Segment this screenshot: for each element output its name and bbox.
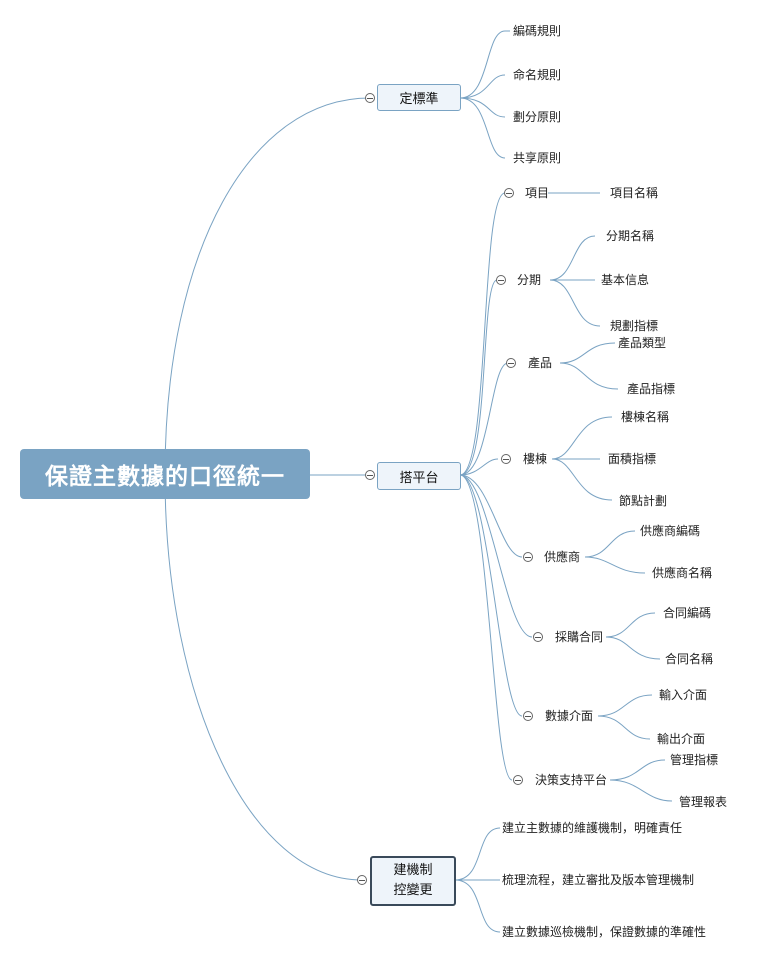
branch-label-line1: 建機制 (393, 863, 433, 878)
leaf-topic[interactable]: 基本信息 (601, 273, 650, 287)
branch-label: 定標準 (399, 92, 439, 107)
sub-topic[interactable]: 供應商 (544, 550, 581, 564)
leaf-topic[interactable]: 管理指標 (670, 753, 719, 767)
branch-standard[interactable]: 定標準 (377, 84, 461, 111)
leaf-topic[interactable]: 編碼規則 (513, 24, 562, 38)
collapse-toggle-icon[interactable] (533, 632, 543, 642)
leaf-topic[interactable]: 產品指標 (627, 382, 676, 396)
link-plat-3 (459, 362, 509, 476)
sub-topic[interactable]: 樓棟 (523, 452, 548, 466)
link-std-2 (459, 74, 506, 99)
leaf-topic[interactable]: 供應商名稱 (652, 566, 713, 580)
leaf-topic[interactable]: 合同名稱 (665, 652, 714, 666)
leaf-topic[interactable]: 供應商編碼 (640, 524, 701, 538)
leaf-topic[interactable]: 命名規則 (513, 68, 562, 82)
leaf-topic[interactable]: 合同編碼 (663, 606, 712, 620)
collapse-toggle-icon[interactable] (501, 454, 511, 464)
collapse-toggle-icon[interactable] (365, 470, 375, 480)
collapse-toggle-icon[interactable] (496, 275, 506, 285)
branch-mechanism[interactable]: 建機制 控變更 (370, 856, 456, 906)
sub-topic[interactable]: 決策支持平台 (535, 773, 608, 787)
leaf-topic[interactable]: 建立主數據的維護機制，明確責任 (502, 821, 683, 835)
leaf-topic[interactable]: 面積指標 (608, 452, 657, 466)
sub-topic[interactable]: 產品 (528, 356, 553, 370)
collapse-toggle-icon[interactable] (513, 775, 523, 785)
leaf-topic[interactable]: 梳理流程，建立審批及版本管理機制 (502, 873, 695, 887)
leaf-topic[interactable]: 樓棟名稱 (621, 410, 670, 424)
branch-label-line2: 控變更 (393, 883, 433, 898)
link-root-standard (164, 97, 371, 476)
branch-label: 搭平台 (399, 470, 439, 486)
sub-topic[interactable]: 採購合同 (555, 630, 604, 644)
branch-platform[interactable]: 搭平台 (377, 462, 461, 490)
leaf-topic[interactable]: 產品類型 (618, 336, 667, 350)
link-std-1 (459, 30, 510, 99)
leaf-topic[interactable]: 節點計劃 (619, 494, 668, 508)
sub-topic[interactable]: 項目 (525, 186, 550, 200)
leaf-topic[interactable]: 分期名稱 (606, 229, 655, 243)
link-std-3 (459, 97, 506, 118)
leaf-topic[interactable]: 項目名稱 (610, 186, 659, 200)
link-plat-6 (459, 474, 533, 638)
sub-topic[interactable]: 數據介面 (545, 709, 594, 723)
collapse-toggle-icon[interactable] (357, 875, 367, 885)
link-plat-4 (459, 458, 499, 476)
leaf-topic[interactable]: 輸入介面 (659, 688, 708, 702)
leaf-topic[interactable]: 規劃指標 (610, 319, 659, 333)
sub-topic[interactable]: 分期 (517, 273, 542, 287)
leaf-topic[interactable]: 管理報表 (679, 795, 728, 809)
collapse-toggle-icon[interactable] (523, 711, 533, 721)
link-plat-7 (459, 474, 523, 717)
collapse-toggle-icon[interactable] (504, 188, 514, 198)
link-plat-5 (459, 474, 523, 558)
link-plat-1 (459, 192, 506, 476)
root-topic[interactable]: 保證主數據的口徑統一 (20, 449, 310, 499)
link-plat-2 (459, 279, 498, 476)
collapse-toggle-icon[interactable] (523, 552, 533, 562)
leaf-topic[interactable]: 共享原則 (513, 151, 562, 165)
collapse-toggle-icon[interactable] (365, 93, 375, 103)
leaf-topic[interactable]: 輸出介面 (657, 732, 706, 746)
leaf-topic[interactable]: 建立數據巡檢機制，保證數據的準確性 (502, 925, 707, 939)
leaf-topic[interactable]: 劃分原則 (513, 110, 562, 124)
link-root-mechanism (164, 474, 363, 881)
link-plat-8 (459, 474, 513, 781)
collapse-toggle-icon[interactable] (506, 358, 516, 368)
link-std-4 (459, 97, 506, 159)
